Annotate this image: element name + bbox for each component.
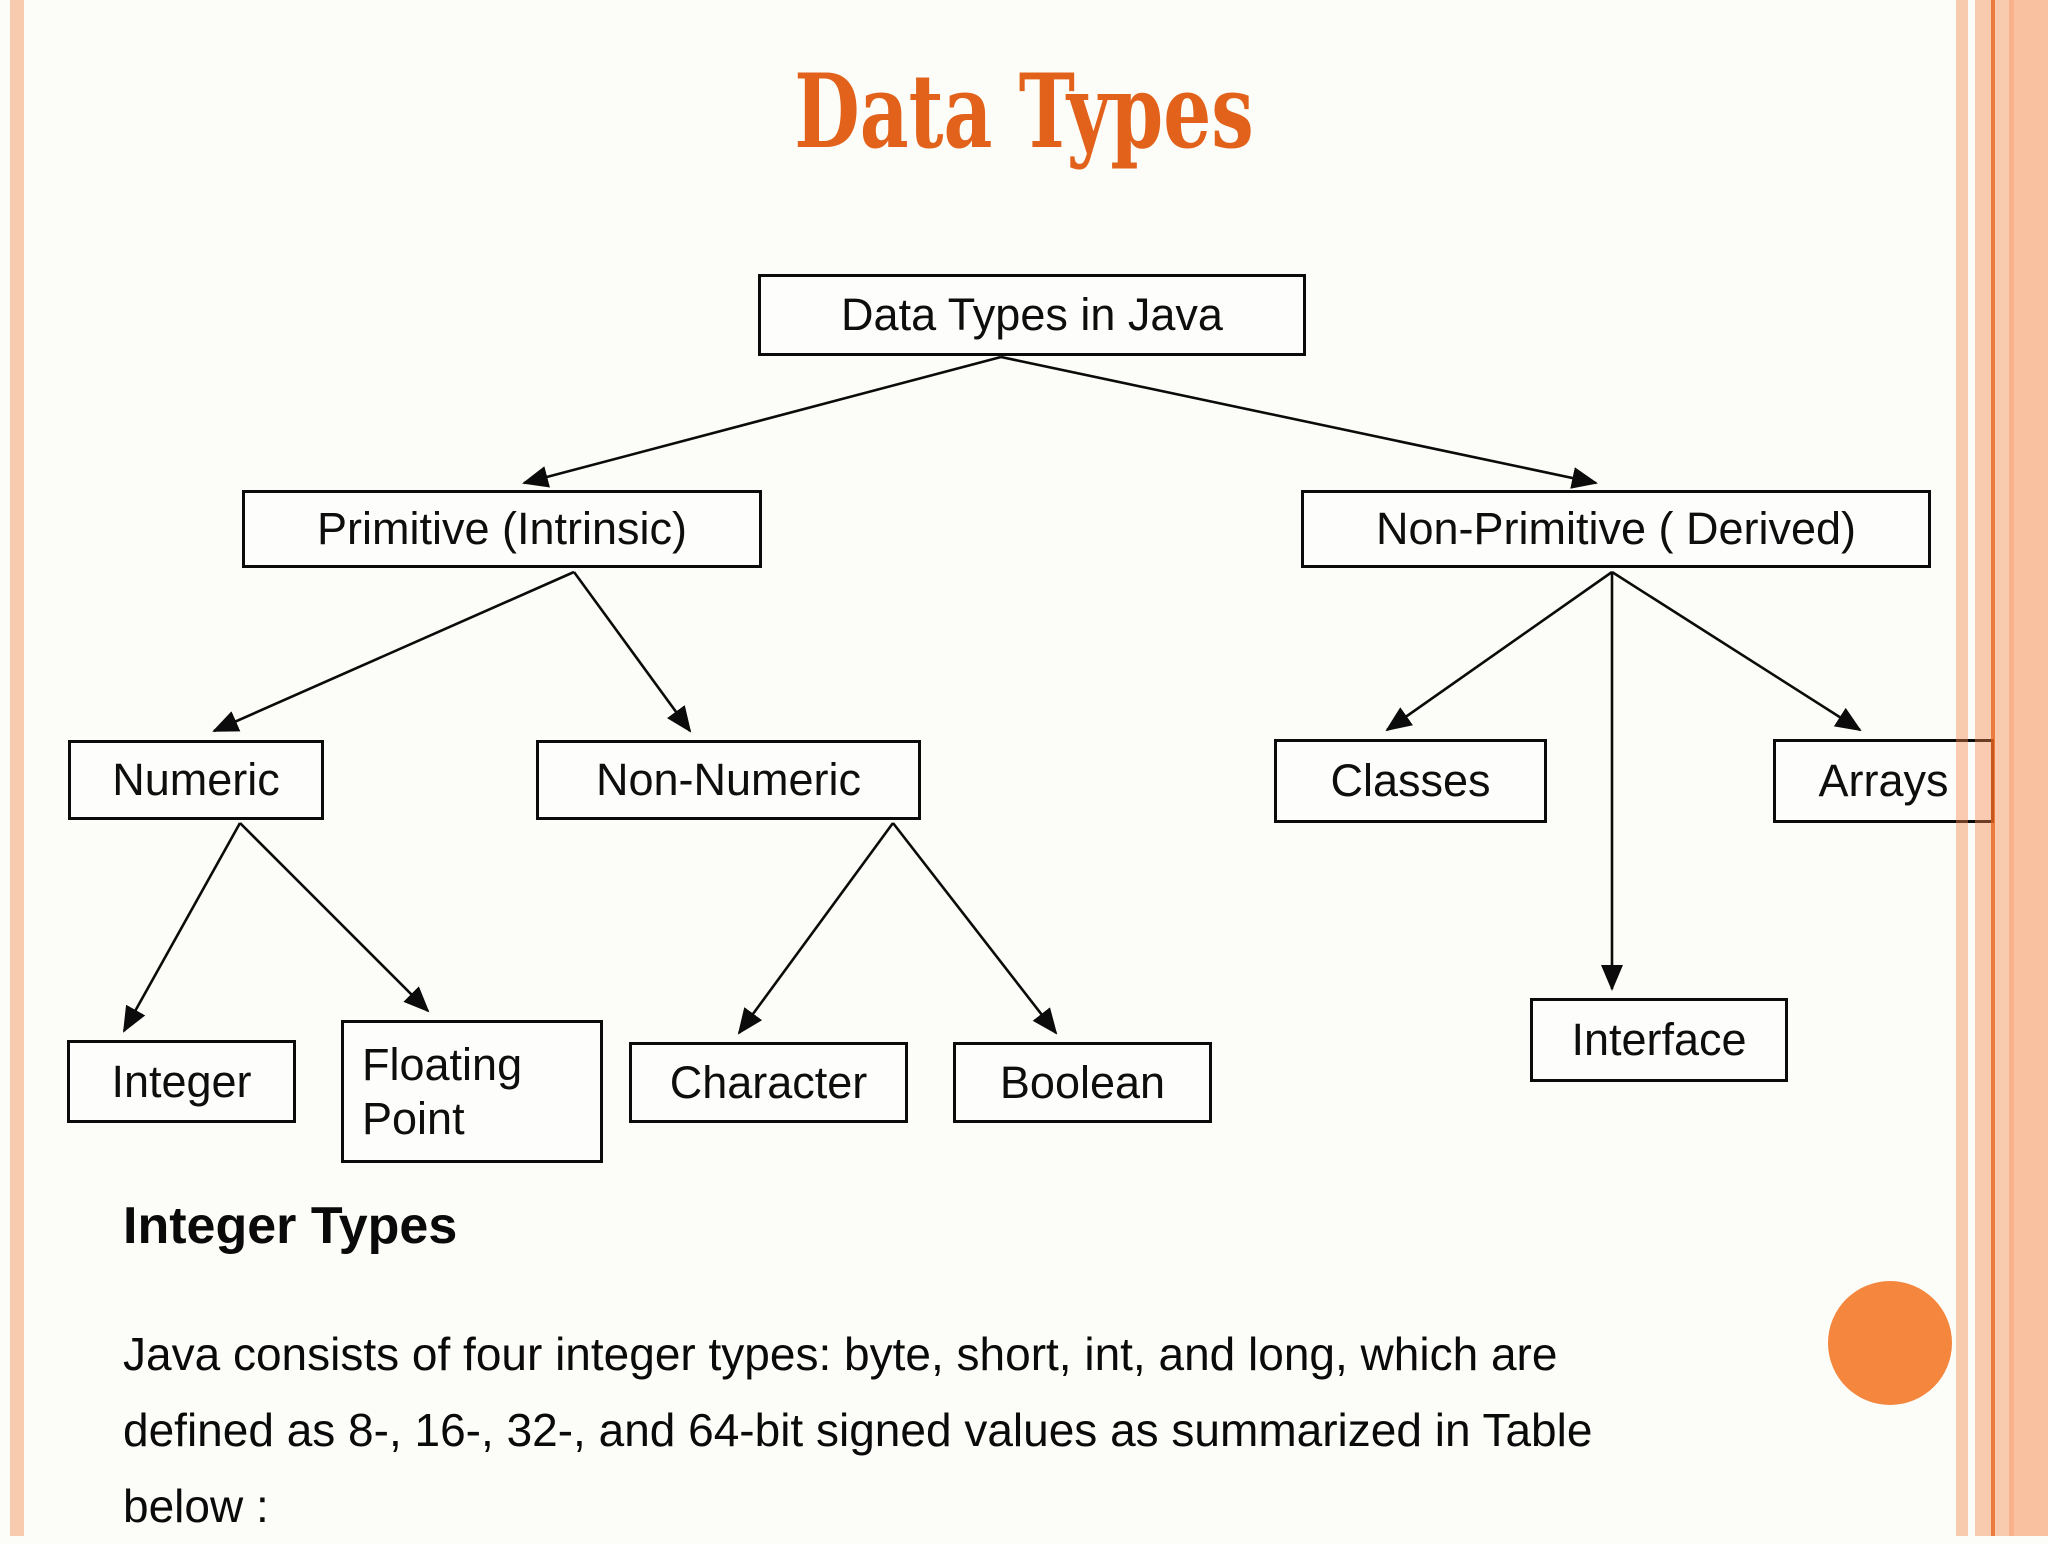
node-non-primitive-derived: Non-Primitive ( Derived): [1301, 490, 1931, 568]
node-character: Character: [629, 1042, 908, 1123]
node-floating-point: Floating Point: [341, 1020, 603, 1163]
paragraph-line-1: Java consists of four integer types: byt…: [123, 1328, 1558, 1380]
node-primitive-intrinsic: Primitive (Intrinsic): [242, 490, 762, 568]
node-interface: Interface: [1530, 998, 1788, 1082]
right-border-stripe-2: [1975, 0, 1991, 1536]
left-border-stripe: [10, 0, 24, 1536]
right-border-stripe-1: [1956, 0, 1968, 1536]
body-paragraph: Java consists of four integer types: byt…: [123, 1316, 1592, 1544]
right-border-band: [2014, 0, 2048, 1536]
paragraph-line-2: defined as 8-, 16-, 32-, and 64-bit sign…: [123, 1404, 1593, 1456]
right-border-stripe-3: [1995, 0, 2009, 1536]
right-border-accent-line: [1991, 0, 1995, 1536]
section-heading: Integer Types: [123, 1197, 458, 1255]
slide-title: Data Types: [794, 52, 1254, 172]
node-boolean: Boolean: [953, 1042, 1212, 1123]
accent-circle: [1828, 1281, 1952, 1405]
right-border-divider: [2009, 0, 2014, 1536]
paragraph-line-3: below :: [123, 1480, 269, 1532]
node-integer: Integer: [67, 1040, 296, 1123]
node-arrays: Arrays: [1773, 739, 1994, 823]
node-non-numeric: Non-Numeric: [536, 740, 921, 820]
node-classes: Classes: [1274, 739, 1547, 823]
node-numeric: Numeric: [68, 740, 324, 820]
node-data-types-in-java: Data Types in Java: [758, 274, 1306, 356]
